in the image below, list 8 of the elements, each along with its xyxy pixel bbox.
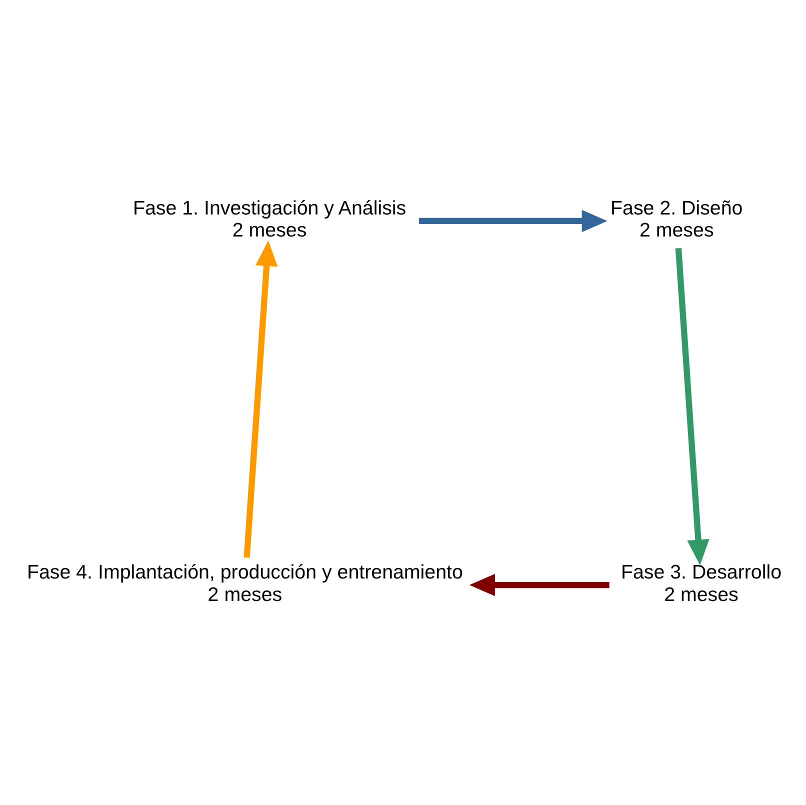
node-text: Fase 1. Investigación y Análisis 2 meses [132, 197, 406, 242]
arrow [244, 240, 278, 558]
arrow [469, 573, 610, 596]
node-text: Fase 4. Implantación, producción y entrenamiento 2 meses [26, 561, 463, 606]
node-text: Fase 2. Diseño 2 meses [610, 197, 743, 242]
node-text: Fase 3. Desarrollo 2 meses [620, 561, 782, 606]
arrow [675, 248, 710, 565]
arrow [419, 209, 608, 232]
